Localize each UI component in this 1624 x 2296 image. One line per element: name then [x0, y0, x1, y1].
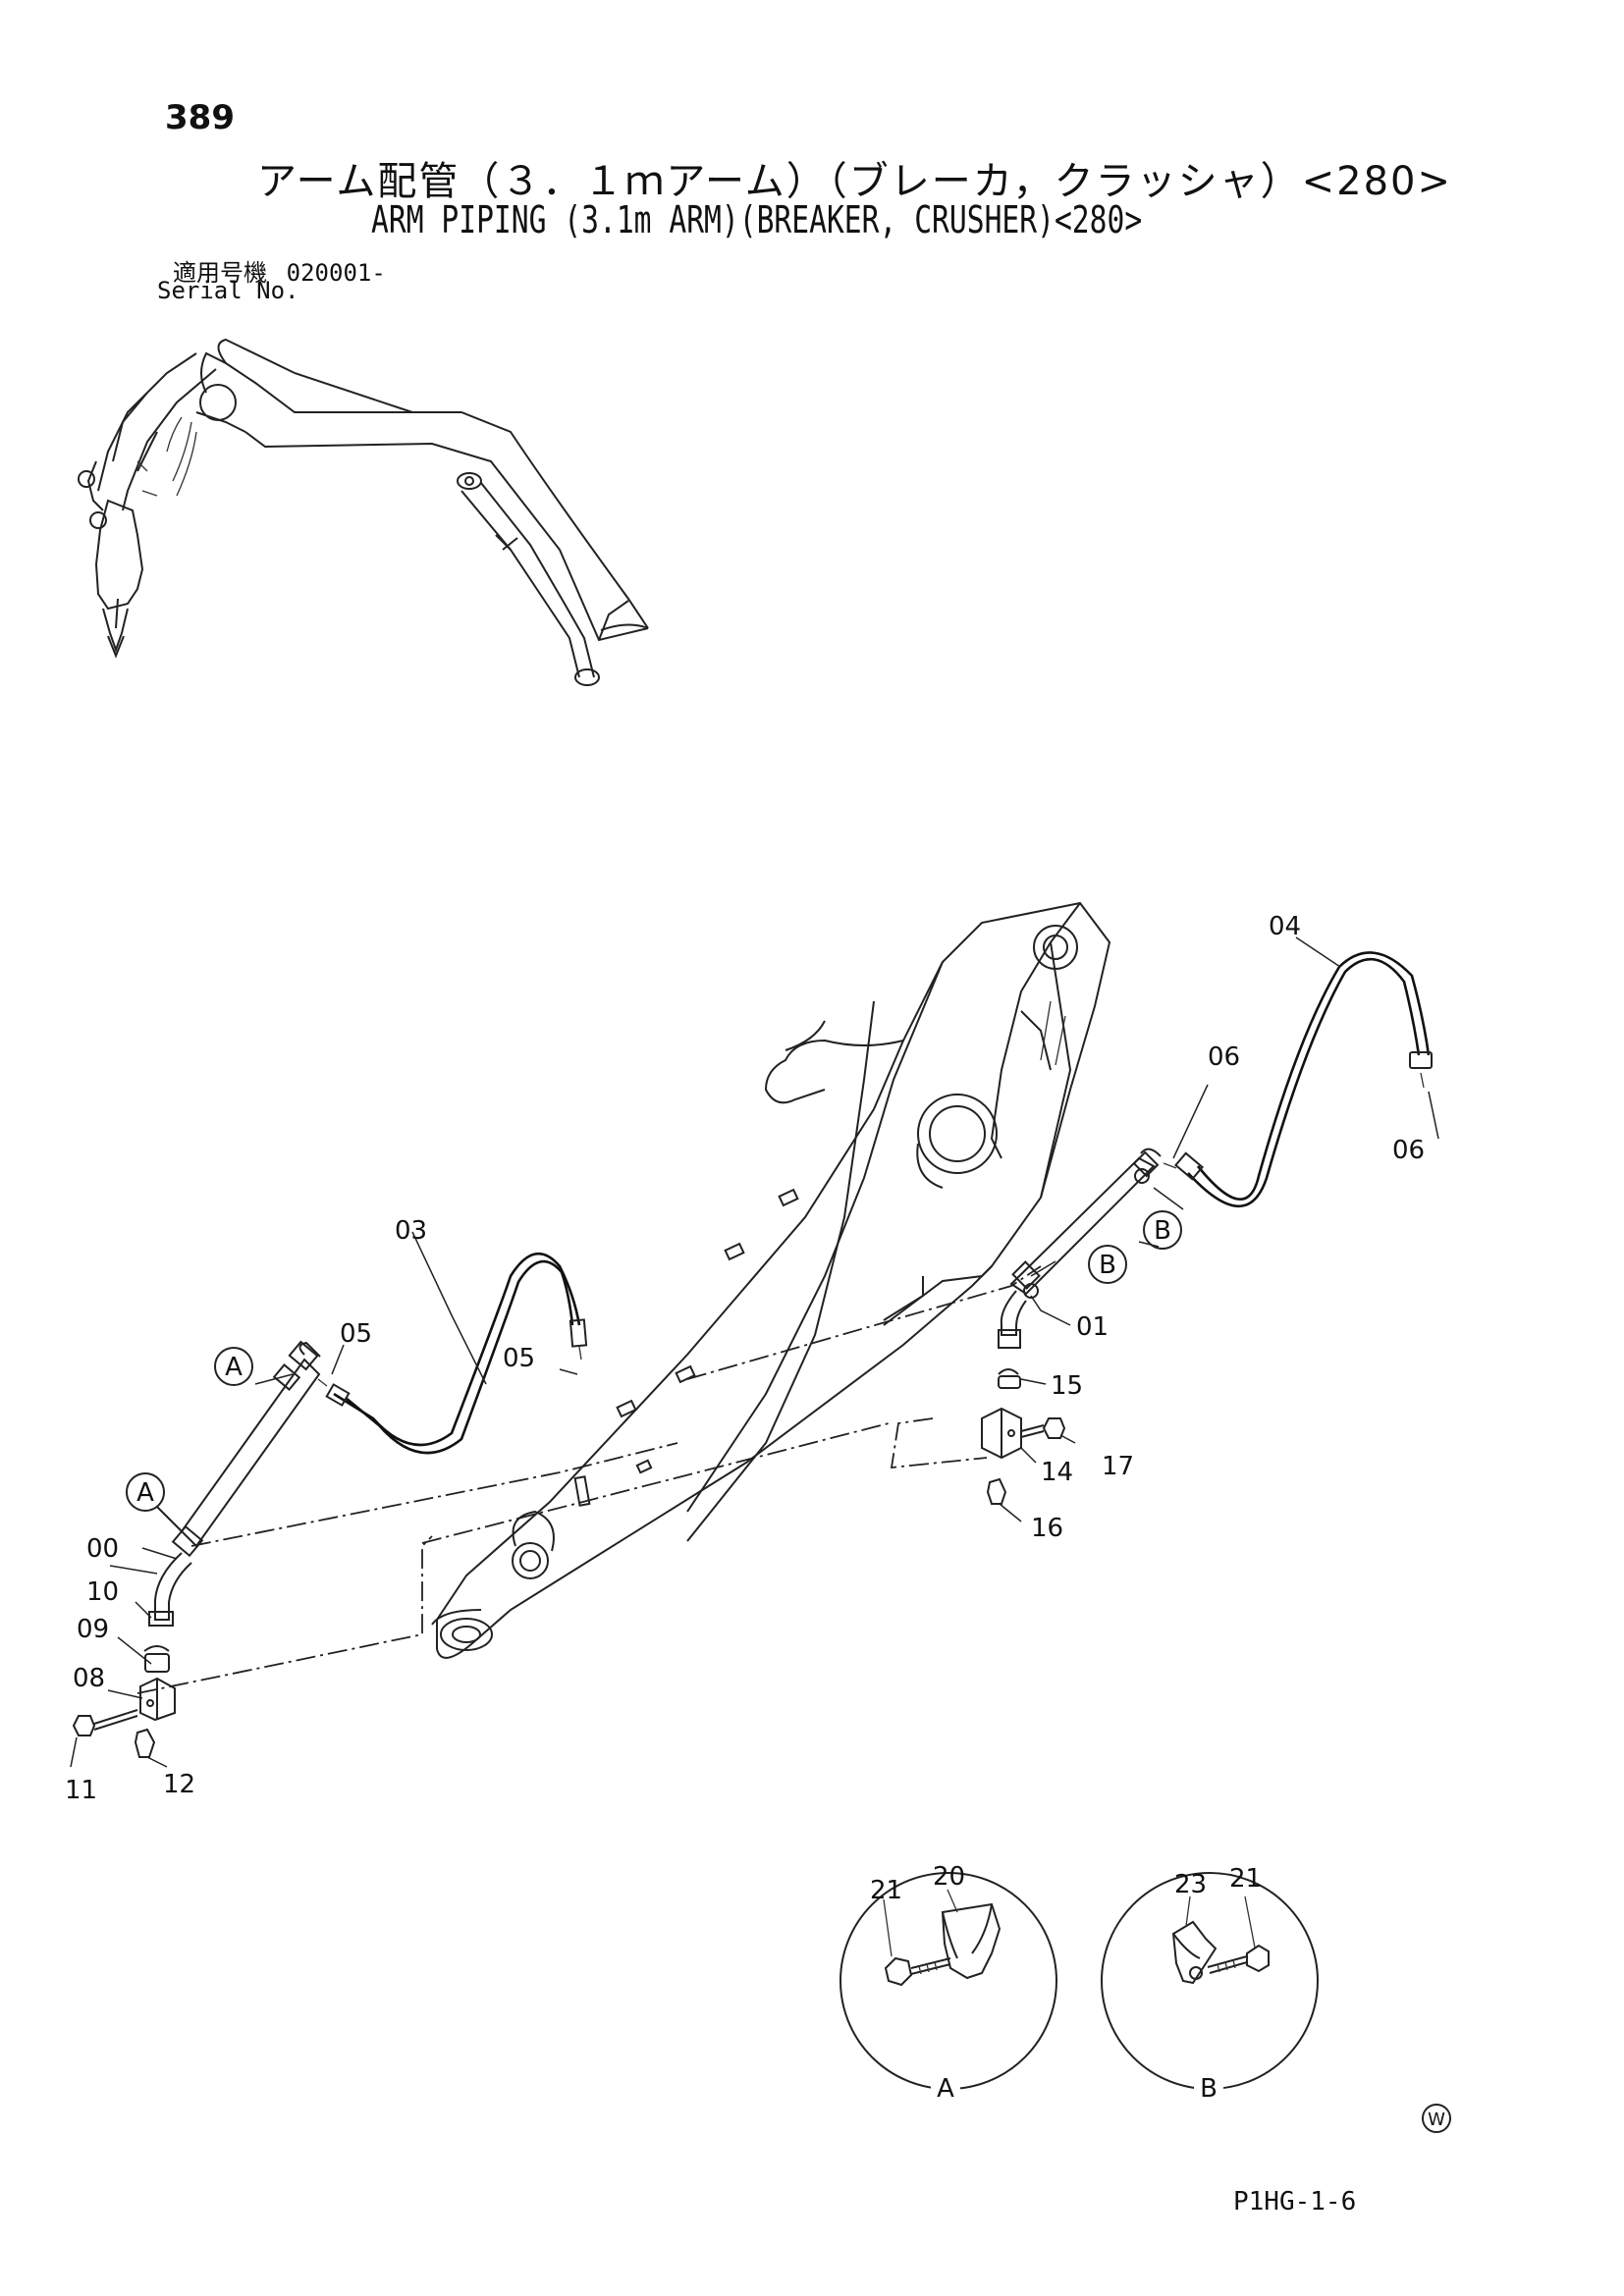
part-label-11: 11	[65, 1776, 97, 1805]
part-label-15: 15	[1051, 1371, 1083, 1401]
part-label-05-lower: 05	[503, 1344, 535, 1373]
part-label-00: 00	[86, 1534, 119, 1564]
part-label-14: 14	[1041, 1458, 1073, 1487]
detail-b-label: B	[1200, 2074, 1218, 2104]
serial-label-japanese: 適用号機	[173, 259, 267, 287]
part-label-12: 12	[163, 1770, 195, 1799]
serial-label-english: Serial No.	[157, 277, 299, 304]
detail-view-a: 21 20 A	[839, 1862, 1057, 2104]
page-title-english: ARM PIPING (3.1m ARM)(BREAKER, CRUSHER)<…	[371, 198, 1143, 241]
part-label-10: 10	[86, 1577, 119, 1607]
left-piping-group	[72, 1252, 588, 1758]
leader-lines	[70, 936, 1439, 1768]
callout-b-upper: B	[1143, 1210, 1182, 1250]
page-number: 389	[165, 98, 235, 137]
part-labels: 03 05 05 00 10 09 08 11 12 04 06 06 01 1…	[65, 912, 1425, 1805]
callout-b-lower-label: B	[1099, 1251, 1116, 1280]
watermark-letter: W	[1428, 2109, 1445, 2130]
serial-number-value: 020001-	[286, 259, 386, 287]
part-label-06-right: 06	[1392, 1136, 1425, 1165]
detail-a-part-21: 21	[870, 1876, 902, 1905]
part-label-08: 08	[73, 1664, 105, 1693]
part-label-06-upper: 06	[1208, 1042, 1240, 1072]
page-code: P1HG-1-6	[1233, 2187, 1357, 2216]
part-label-03: 03	[395, 1216, 427, 1246]
detail-a-label: A	[937, 2074, 954, 2104]
part-label-09: 09	[77, 1615, 109, 1644]
page-title-japanese: アーム配管（３．１ｍアーム）（ブレーカ，クラッシャ）<280>	[257, 159, 1452, 204]
part-label-16: 16	[1031, 1514, 1063, 1543]
part-label-05-upper: 05	[340, 1319, 372, 1349]
detail-b-part-23: 23	[1174, 1870, 1207, 1899]
detail-view-b: 23 21 B	[1101, 1864, 1319, 2104]
watermark-circle-w: W	[1422, 2104, 1451, 2133]
part-label-04: 04	[1269, 912, 1301, 941]
callout-b-upper-label: B	[1154, 1216, 1171, 1246]
part-label-01: 01	[1076, 1312, 1109, 1342]
serial-line-japanese: 適用号機 020001-	[173, 253, 386, 288]
arm-structure	[431, 901, 1111, 1659]
part-label-17: 17	[1102, 1452, 1134, 1481]
detail-a-part-20: 20	[933, 1862, 965, 1892]
overview-boom-arm-drawing	[78, 338, 649, 686]
callout-b-lower: B	[1088, 1245, 1127, 1284]
callout-a-lower-label: A	[136, 1478, 154, 1508]
right-piping-group	[981, 951, 1433, 1505]
callout-a-upper-label: A	[225, 1353, 243, 1382]
detail-b-part-21: 21	[1229, 1864, 1262, 1894]
callout-a-lower: A	[126, 1472, 183, 1532]
callout-a-upper: A	[214, 1347, 253, 1386]
connection-lines	[136, 1265, 1042, 1694]
